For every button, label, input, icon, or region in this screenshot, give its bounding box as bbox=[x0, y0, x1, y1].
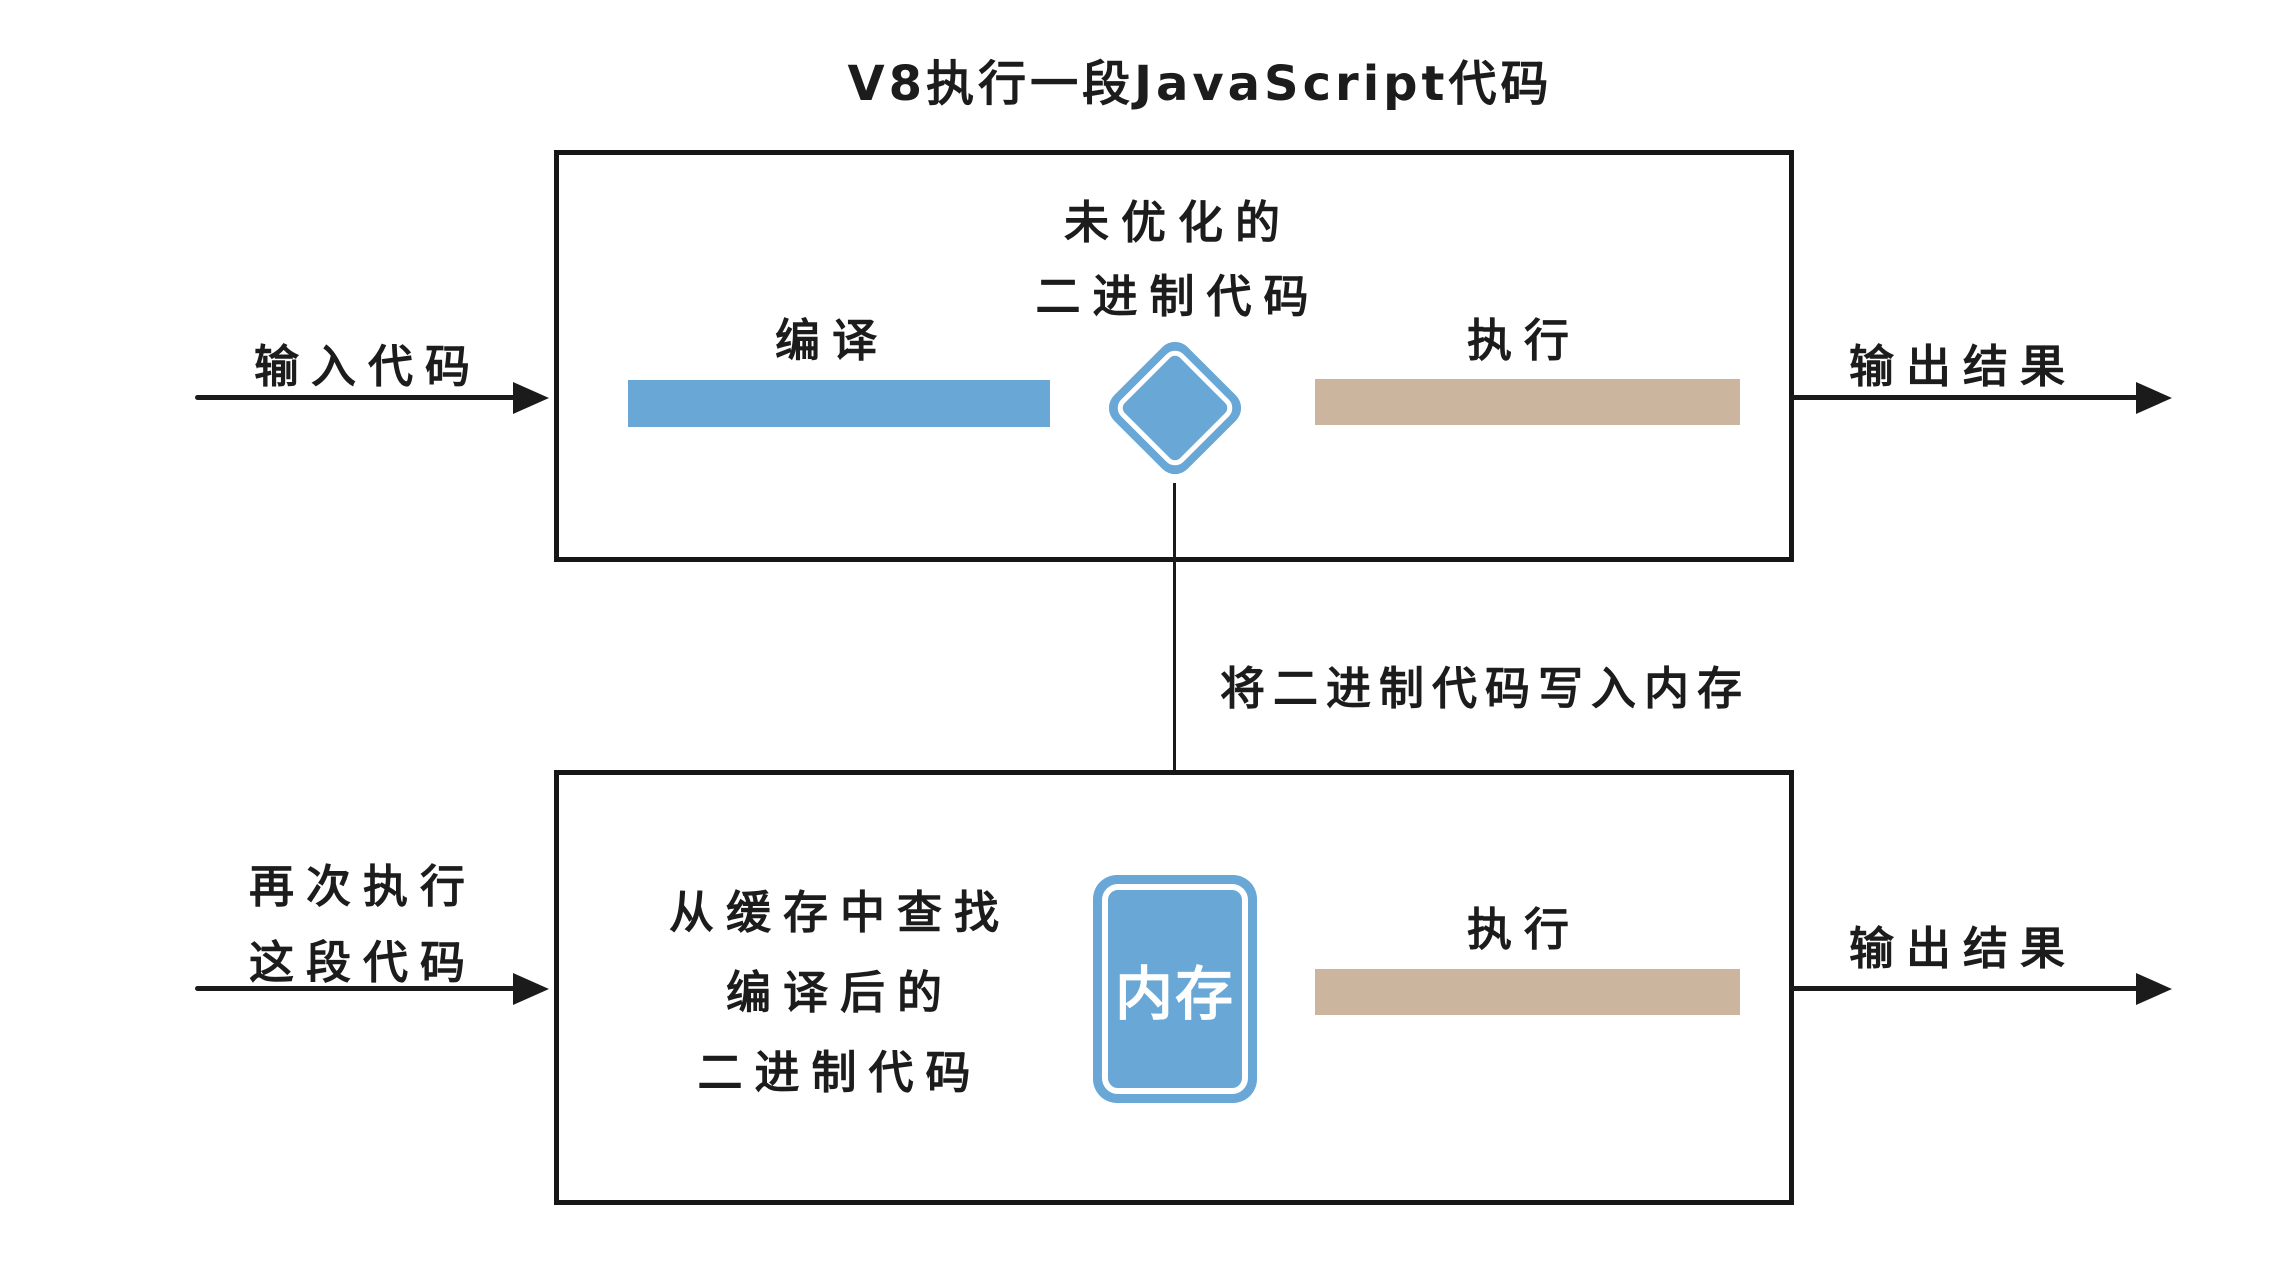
memory-label: 内存 bbox=[1114, 960, 1235, 1028]
unoptimized-binary-label-line1: 未优化的 bbox=[1063, 196, 1293, 249]
write-memory-arrow-line bbox=[1173, 483, 1176, 833]
cache-lookup-label-line1: 从缓存中查找 bbox=[668, 886, 1012, 939]
compile-label: 编译 bbox=[774, 314, 890, 367]
output-arrow-top-head bbox=[2136, 382, 2172, 414]
output-arrow-bottom-line bbox=[1790, 986, 2138, 991]
input-arrow-line bbox=[195, 395, 515, 400]
rerun-arrow-head bbox=[513, 973, 549, 1005]
output-arrow-bottom-head bbox=[2136, 973, 2172, 1005]
output-arrow-top-line bbox=[1790, 395, 2138, 400]
compile-bar bbox=[628, 380, 1050, 427]
memory-inner-ring bbox=[1102, 884, 1248, 1094]
rerun-code-label-line1: 再次执行 bbox=[248, 860, 478, 913]
input-code-label: 输入代码 bbox=[253, 340, 483, 393]
execute-bar-bottom bbox=[1315, 969, 1740, 1015]
input-arrow-head bbox=[513, 382, 549, 414]
rerun-code-label-line2: 这段代码 bbox=[248, 936, 478, 989]
cache-lookup-label-line3: 二进制代码 bbox=[697, 1046, 983, 1099]
execute-label-top: 执行 bbox=[1466, 314, 1582, 367]
rerun-arrow-line bbox=[195, 986, 515, 991]
output-result-label-bottom: 输出结果 bbox=[1848, 922, 2078, 975]
memory-block: 内存 bbox=[1093, 875, 1257, 1103]
cache-lookup-label-line2: 编译后的 bbox=[725, 966, 955, 1019]
execute-bar-top bbox=[1315, 379, 1740, 425]
diagram-title: V8执行一段JavaScript代码 bbox=[847, 56, 1553, 112]
output-result-label-top: 输出结果 bbox=[1848, 340, 2078, 393]
execute-label-bottom: 执行 bbox=[1466, 903, 1582, 956]
write-memory-label: 将二进制代码写入内存 bbox=[1220, 662, 1751, 715]
unoptimized-binary-label-line2: 二进制代码 bbox=[1035, 270, 1321, 323]
